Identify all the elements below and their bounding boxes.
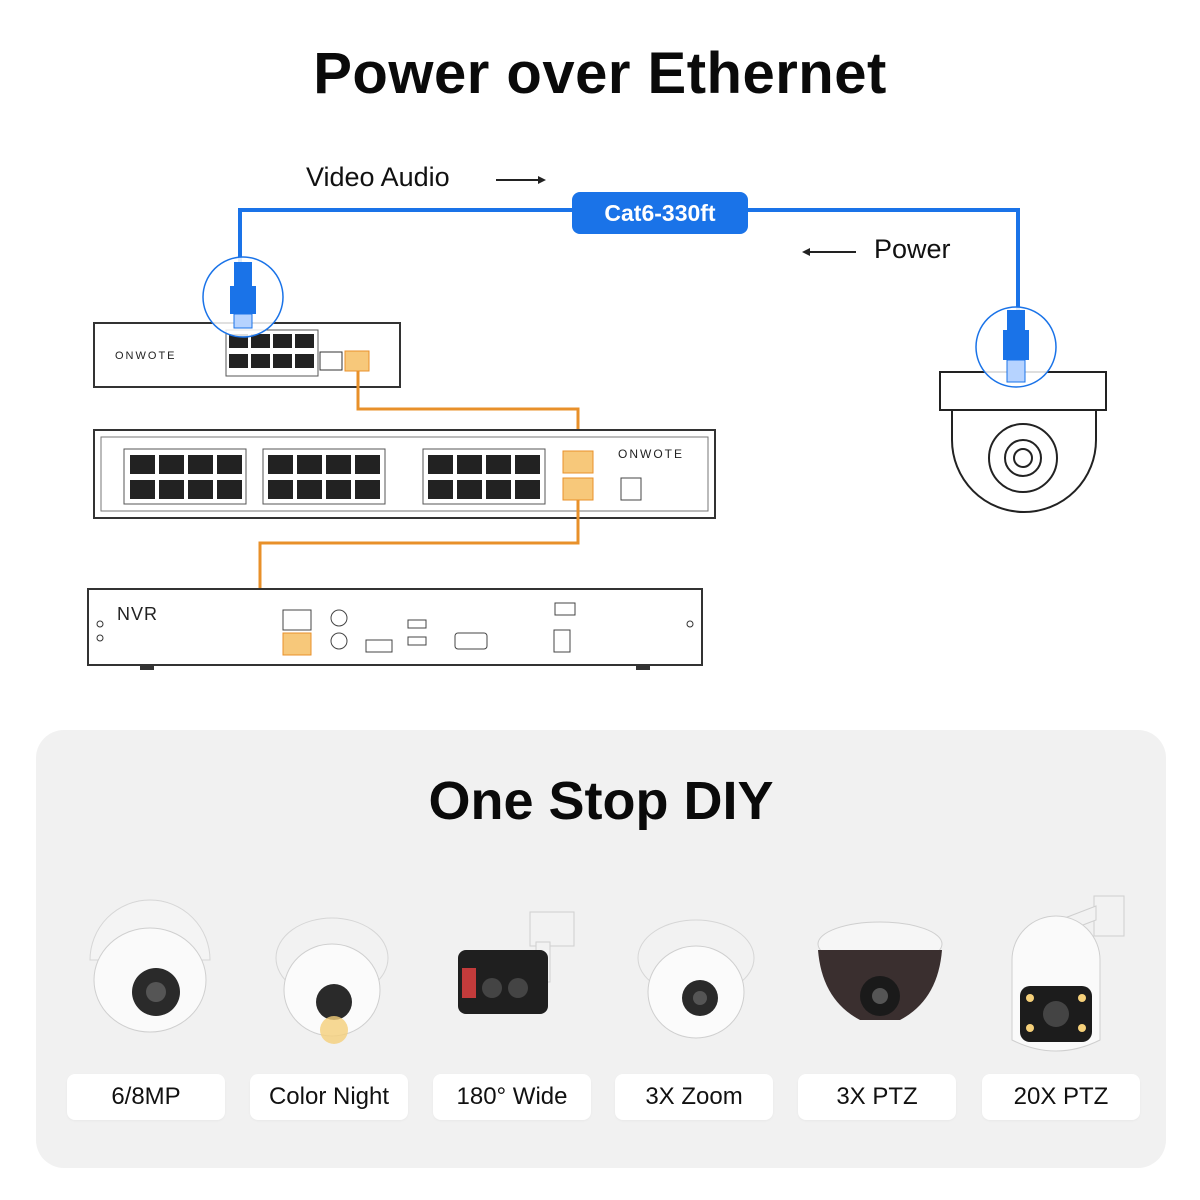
dome-camera xyxy=(939,371,1107,513)
power-label: Power xyxy=(874,234,951,264)
arrow-right-icon xyxy=(496,176,546,184)
arrow-left-icon xyxy=(802,248,856,256)
switch-large-brand: ONWOTE xyxy=(618,447,684,461)
camera-label-180-wide: 180° Wide xyxy=(433,1074,591,1120)
camera-label-3x-zoom: 3X Zoom xyxy=(615,1074,773,1120)
rj45-connector-icon xyxy=(202,256,284,338)
cable-label-badge xyxy=(572,192,748,234)
ptz-dome-camera-icon xyxy=(800,870,960,1070)
camera-label-20x-ptz: 20X PTZ xyxy=(982,1074,1140,1120)
large-poe-switch: ONWOTE xyxy=(93,429,716,519)
nvr-label: NVR xyxy=(117,604,158,624)
one-stop-panel: One Stop DIY 6/8MP Color Night 180° xyxy=(36,730,1166,1168)
poe-diagram: Video Audio Power Cat6-330ft ONWOTE xyxy=(87,162,1107,670)
turret-zoom-camera-icon xyxy=(616,870,776,1070)
nvr-recorder: NVR xyxy=(87,588,703,670)
camera-label-6-8mp: 6/8MP xyxy=(67,1074,225,1120)
rj45-connector-icon xyxy=(975,306,1057,388)
switch-small-brand: ONWOTE xyxy=(115,350,177,362)
page-title: Power over Ethernet xyxy=(313,41,887,106)
video-audio-label: Video Audio xyxy=(306,162,450,192)
one-stop-title: One Stop DIY xyxy=(428,771,774,831)
camera-label-color-night: Color Night xyxy=(250,1074,408,1120)
cable-label: Cat6-330ft xyxy=(604,200,716,226)
ptz-speed-dome-icon xyxy=(984,870,1144,1070)
bullet-wide-camera-icon xyxy=(434,870,594,1070)
turret-color-camera-icon xyxy=(252,870,412,1070)
camera-label-3x-ptz: 3X PTZ xyxy=(798,1074,956,1120)
dome-camera-icon xyxy=(70,870,230,1070)
